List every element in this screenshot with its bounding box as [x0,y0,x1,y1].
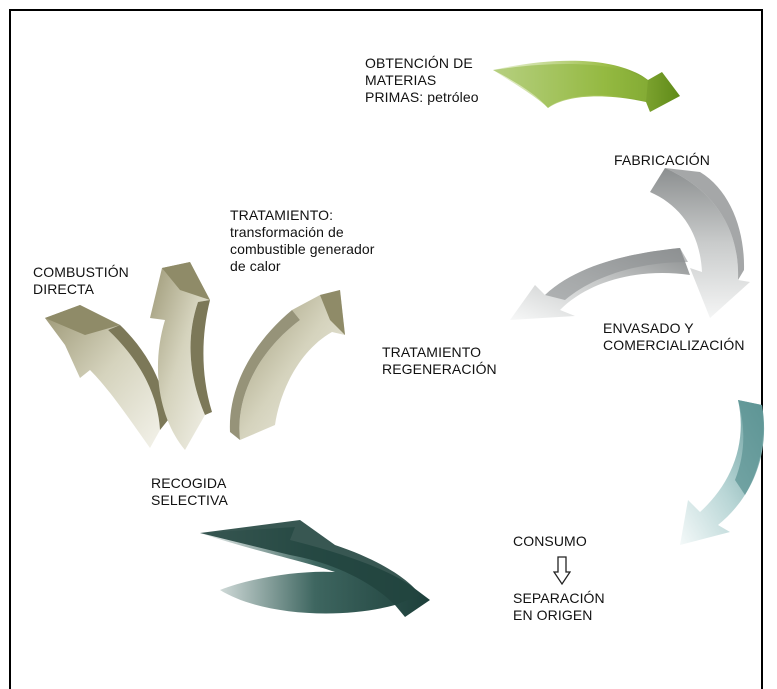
olive-arrow-left [45,305,168,448]
label-fabricacion: FABRICACIÓN [614,152,711,168]
label-recogida: RECOGIDA SELECTIVA [151,475,228,508]
label-tratamiento-regeneracion: TRATAMIENTO REGENERACIÓN [382,344,497,377]
green-arrow [493,60,680,112]
olive-arrow-middle [150,262,212,450]
label-tratamiento-calor: TRATAMIENTO: transformación de combustib… [230,207,375,274]
outline-down-arrow-icon [553,556,571,586]
teal-arrow [680,400,765,545]
label-separacion: SEPARACIÓN EN ORIGEN [513,590,605,623]
label-obtencion: OBTENCIÓN DE MATERIAS PRIMAS: petróleo [365,55,479,105]
gray-arrow-fabricacion [650,168,750,318]
gray-arrow-envasado [510,248,690,320]
olive-arrow-right [229,290,345,440]
dark-arrow [200,520,430,617]
cycle-arrows [45,60,765,617]
label-combustion: COMBUSTIÓN DIRECTA [33,264,129,297]
label-consumo: CONSUMO [513,533,587,549]
diagram-frame [9,9,763,689]
label-envasado: ENVASADO Y COMERCIALIZACIÓN [603,320,745,353]
